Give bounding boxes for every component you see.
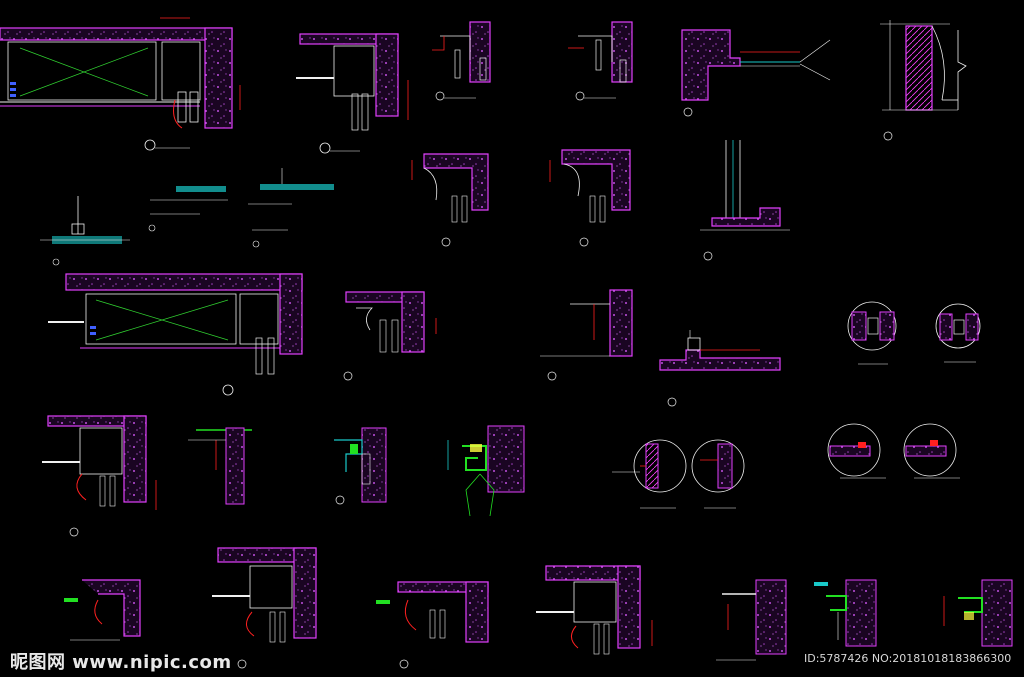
detail-curtain-box-9	[536, 565, 653, 655]
detail-track-green-2	[814, 579, 877, 647]
detail-floor-step-small	[40, 196, 130, 266]
detail-floor-joint-2	[248, 168, 334, 248]
detail-curtain-box-3	[48, 273, 303, 396]
detail-circle-wall-1	[612, 439, 687, 509]
detail-circle-callout-1	[847, 301, 897, 365]
detail-ceiling-edge-green	[188, 427, 252, 505]
detail-threshold-step	[659, 330, 781, 407]
detail-track-green-3	[943, 579, 1013, 647]
detail-ceiling-corner-2	[568, 21, 633, 101]
detail-track-green-bracket	[447, 425, 525, 517]
detail-circle-callout-2	[935, 303, 981, 363]
image-id-watermark: ID:5787426 NO:20181018183866300	[804, 652, 1012, 665]
detail-circle-wall-2	[691, 439, 745, 509]
detail-circle-ceiling-1	[827, 423, 886, 479]
detail-wall-glass-junction	[681, 29, 831, 117]
detail-track-cyan	[334, 427, 387, 505]
detail-vertical-wall-section	[880, 20, 967, 141]
detail-curtain-box-4	[343, 291, 437, 381]
detail-wall-corner-plain	[540, 289, 633, 381]
detail-curtain-box-5	[42, 415, 157, 537]
detail-curtain-box-8	[376, 581, 489, 669]
detail-wall-small-1	[716, 579, 787, 661]
detail-curtain-box-1	[0, 17, 241, 151]
detail-ceiling-return-2	[549, 149, 631, 247]
detail-curtain-box-2	[296, 33, 409, 154]
detail-ceiling-corner-1	[432, 21, 491, 101]
detail-floor-joint-1	[148, 186, 228, 232]
detail-circle-ceiling-2	[903, 423, 960, 479]
detail-glass-partition-base	[700, 140, 790, 261]
nipic-watermark-logo: 昵图网 www.nipic.com	[10, 652, 232, 673]
detail-curtain-box-6	[64, 579, 141, 641]
detail-ceiling-return-1	[411, 153, 489, 247]
detail-curtain-box-7	[212, 547, 317, 669]
